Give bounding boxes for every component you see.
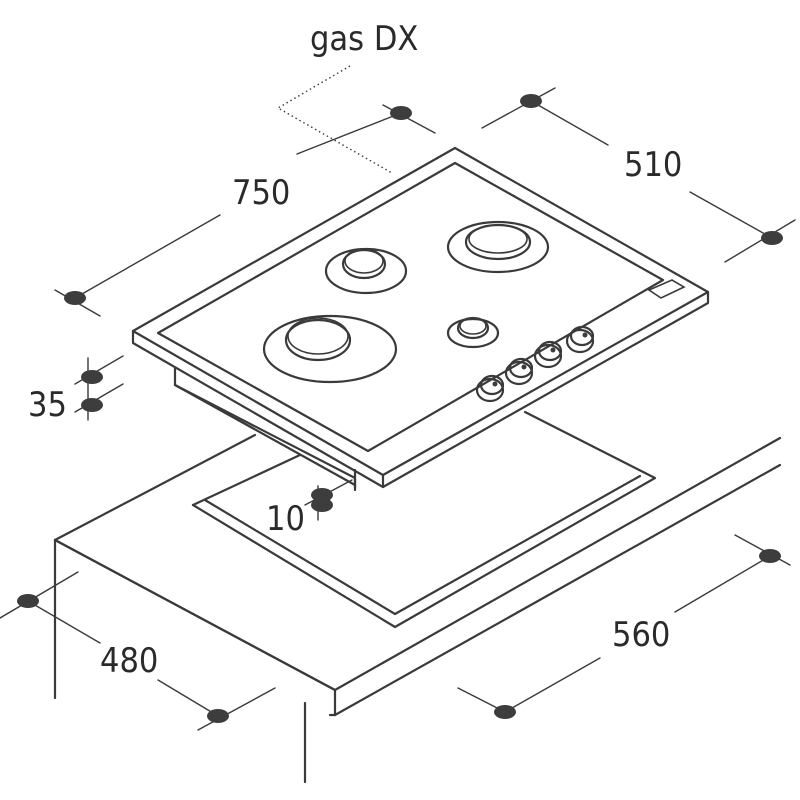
- burner-large: [262, 314, 398, 384]
- dimension-560: [457, 534, 791, 719]
- burner-rapid: [446, 220, 550, 274]
- dimension-750-label: 750: [232, 173, 290, 213]
- model-leader-line: [276, 65, 393, 174]
- hob-top-plate: [131, 146, 710, 489]
- control-knob-4: [565, 325, 595, 354]
- control-knob-3: [533, 340, 563, 369]
- control-knob-2: [504, 357, 534, 386]
- dimension-10: [304, 479, 353, 521]
- dimension-10-label: 10: [266, 499, 305, 539]
- burner-semi-rapid: [324, 247, 408, 295]
- dimension-560-label: 560: [612, 615, 670, 655]
- hob-body: [173, 366, 357, 492]
- dimension-510: [481, 87, 796, 263]
- burner-auxiliary: [446, 316, 500, 349]
- dimension-510-label: 510: [624, 145, 682, 185]
- worktop: [53, 433, 782, 784]
- dimension-480-label: 480: [100, 641, 158, 681]
- dimension-35: [74, 355, 124, 421]
- worktop-cutout: [191, 410, 657, 629]
- dimension-750: [54, 104, 436, 317]
- dimension-480: [0, 571, 276, 731]
- control-knob-1: [475, 374, 505, 403]
- model-label: gas DX: [310, 19, 418, 59]
- dimension-35-label: 35: [28, 385, 67, 425]
